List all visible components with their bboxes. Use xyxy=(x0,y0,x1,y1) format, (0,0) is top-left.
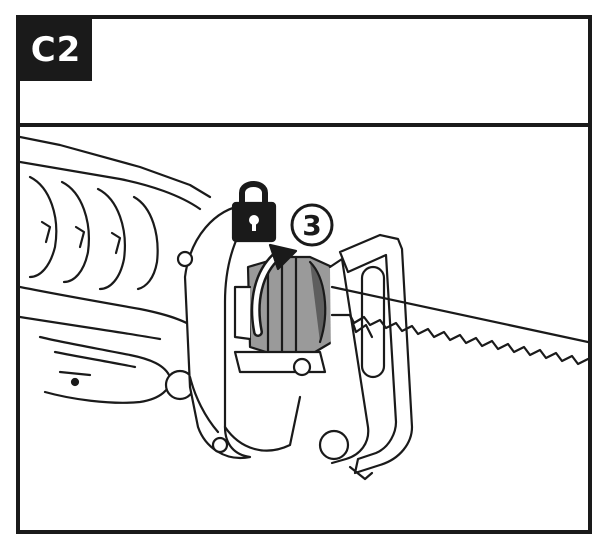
step-badge: C2 xyxy=(20,19,92,81)
callout-number: 3 xyxy=(302,209,321,242)
saw-blade xyxy=(330,285,588,366)
figure-frame: C2 xyxy=(16,15,592,534)
saw-body xyxy=(20,135,212,404)
front-guard xyxy=(176,203,302,460)
guide-shoe xyxy=(318,233,414,481)
reciprocating-saw-drawing: 3 xyxy=(20,135,588,481)
rotate-arrow-icon xyxy=(250,243,298,337)
figure-header: C2 xyxy=(20,19,588,127)
callout-circle xyxy=(290,203,334,247)
saw-illustration: 3 xyxy=(20,127,588,530)
blade-clamp xyxy=(233,255,334,377)
padlock-icon xyxy=(231,181,277,243)
